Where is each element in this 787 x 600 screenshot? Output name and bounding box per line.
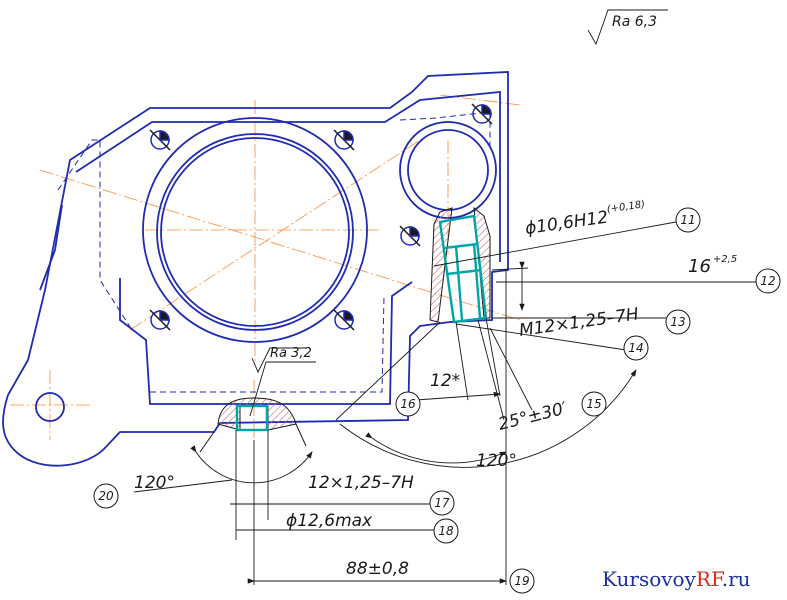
roughness-general-label: Ra 6,3 — [612, 14, 657, 30]
callout-18 — [433, 518, 459, 544]
watermark: KursovoyRF.ru — [602, 567, 751, 591]
callout-11 — [675, 207, 701, 233]
callout-20-number: 20 — [98, 489, 114, 503]
callout-20 — [93, 483, 119, 509]
callout-19 — [509, 568, 535, 594]
bolt-holes — [149, 103, 493, 331]
bolt-hole — [149, 129, 171, 151]
callout-11-number: 11 — [680, 213, 695, 227]
bottom-hole-section — [199, 397, 307, 453]
bolt-hole — [333, 129, 355, 151]
callout-12-number: 12 — [760, 274, 775, 288]
callout-13 — [665, 309, 691, 335]
callout-circles — [93, 207, 781, 594]
callout-16 — [395, 391, 421, 417]
bore-diameter-label: ϕ10,6H12(+0,18) — [523, 199, 647, 239]
bolt-hole — [333, 309, 355, 331]
bolt-hole — [149, 309, 171, 331]
bottom-angle-label: 120° — [134, 473, 175, 493]
roughness-local-label: Ra 3,2 — [270, 346, 312, 361]
channel-angle-label: 25°±30′ — [496, 399, 569, 435]
depth-label: 16+2,5 — [688, 254, 737, 277]
callout-16-number: 16 — [400, 397, 416, 411]
callout-14-number: 14 — [628, 341, 643, 355]
overall-distance-label: 88±0,8 — [346, 559, 409, 579]
thread-length-label: 12* — [430, 371, 460, 391]
inclined-thread-label: M12×1,25–7H — [518, 304, 640, 341]
callout-14 — [623, 335, 649, 361]
callout-13-number: 13 — [670, 315, 685, 329]
callout-15-number: 15 — [586, 397, 601, 411]
callout-17-number: 17 — [434, 496, 450, 510]
callout-18-number: 18 — [438, 524, 454, 538]
callout-17 — [429, 490, 455, 516]
callout-15 — [581, 391, 607, 417]
hidden-lines — [57, 111, 491, 393]
callout-numbers: 11 12 13 14 15 16 17 18 19 20 — [98, 213, 775, 588]
bottom-thread — [235, 404, 269, 432]
bolt-hole — [399, 225, 421, 247]
bolt-hole — [471, 103, 493, 125]
center-angle-label: 120° — [476, 451, 517, 471]
counterbore-diameter-label: ϕ12,6max — [286, 511, 373, 531]
dimension-lines — [133, 9, 758, 585]
bottom-thread-label: 12×1,25–7H — [308, 473, 414, 493]
callout-19-number: 19 — [514, 574, 529, 588]
part-outline — [2, 71, 509, 467]
callout-12 — [755, 268, 781, 294]
